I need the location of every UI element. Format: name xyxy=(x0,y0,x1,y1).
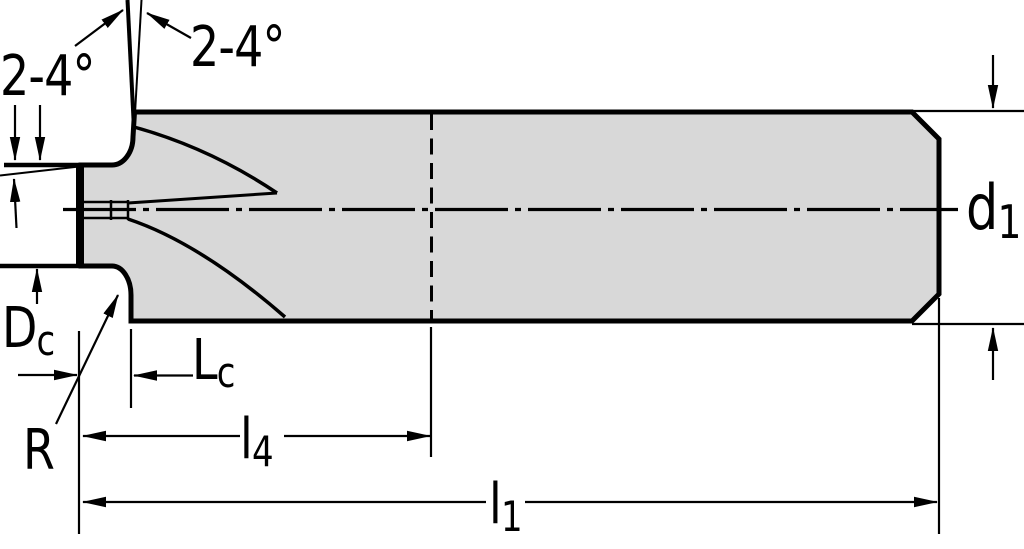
upper-flute-edge xyxy=(127,191,278,205)
clearance-edge-line xyxy=(125,0,136,126)
corner-radius-leader xyxy=(55,294,119,425)
label-cutting-diameter-base: D xyxy=(2,296,37,361)
label-reach-length: l4 xyxy=(240,412,274,474)
tool-body-outline xyxy=(78,109,942,324)
label-shank-diameter-sub: 1 xyxy=(997,195,1021,250)
label-cutting-diameter-sub: c xyxy=(36,317,56,366)
label-overall-length-sub: 1 xyxy=(500,493,523,542)
label-shank-diameter-base: d xyxy=(966,171,998,244)
label-cutting-edge-length: Lc xyxy=(192,333,235,395)
label-shank-diameter: d1 xyxy=(966,177,1021,246)
upper-flute-curve xyxy=(133,125,278,195)
label-dish-angle: 2-4° xyxy=(0,44,96,109)
rake-angle-arrow-right xyxy=(146,12,192,39)
label-rake-angle: 2-4° xyxy=(190,15,286,80)
dish-angle-reference-line xyxy=(0,165,80,177)
label-cutting-edge-length-sub: c xyxy=(216,349,236,398)
label-overall-length-base: l xyxy=(489,472,502,537)
dish-angle-arrow-up xyxy=(9,178,21,229)
vertical-reference-line xyxy=(134,0,143,111)
label-overall-length: l1 xyxy=(489,477,523,539)
lower-flute-curve xyxy=(127,217,287,319)
label-cutting-diameter: Dc xyxy=(2,301,55,363)
label-reach-length-base: l xyxy=(240,407,253,472)
label-corner-radius: R xyxy=(23,418,55,483)
extension-lines xyxy=(77,109,1024,534)
label-cutting-edge-length-base: L xyxy=(192,328,218,393)
rake-angle-arrow-left xyxy=(74,9,124,47)
dimension-arrows xyxy=(9,9,999,508)
label-reach-length-sub: 4 xyxy=(251,428,274,477)
